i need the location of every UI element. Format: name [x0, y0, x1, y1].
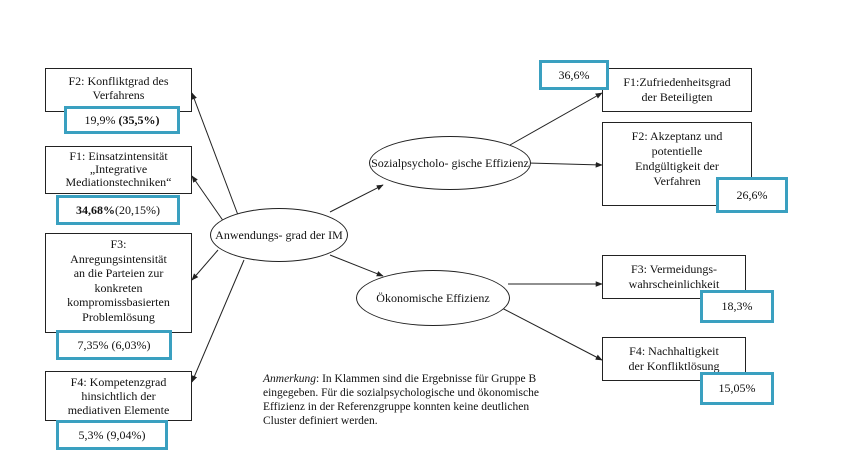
- left-value-f3: 7,35% (6,03%): [56, 330, 172, 360]
- oeko-node-line1: Ökonomische: [376, 290, 443, 305]
- value-text: 26,6%: [736, 187, 768, 202]
- left-box-line: „Integrative: [89, 162, 148, 176]
- annotation-note: Anmerkung: In Klammen sind die Ergebniss…: [263, 372, 563, 428]
- arrow-to-f1-left: [191, 175, 225, 223]
- sozial-node-line1: Sozialpsycholo-: [371, 155, 449, 170]
- left-value-f4: 5,3% (9,04%): [56, 420, 168, 450]
- right-value-f2: 26,6%: [716, 177, 788, 213]
- right-box-line: F4: Nachhaltigkeit: [629, 344, 719, 358]
- left-box-line: Mediationstechniken“: [65, 175, 172, 189]
- arrow-to-f2-left: [191, 92, 239, 216]
- value-text: 15,05%: [718, 381, 756, 395]
- left-box-f4: F4: Kompetenzgrad hinsichtlich der media…: [45, 371, 192, 421]
- left-box-f1: F1: Einsatzintensität „Integrative Media…: [45, 146, 192, 194]
- oeko-node-line2: Effizienz: [445, 290, 490, 305]
- note-label: Anmerkung: [263, 373, 317, 385]
- left-box-line: Verfahrens: [92, 88, 145, 102]
- right-box-f1: F1:Zufriedenheitsgrad der Beteiligten: [602, 68, 752, 112]
- right-box-f4: F4: Nachhaltigkeit der Konfliktlösung: [602, 337, 746, 381]
- left-box-line: F3:: [110, 237, 127, 251]
- left-value-f2: 19,9% (35,5%): [64, 106, 180, 134]
- value-text: 5,3% (9,04%): [78, 427, 146, 442]
- node-sozialpsychologische-effizienz: Sozialpsycholo- gische Effizienz: [369, 136, 531, 190]
- arrow-to-f2-right: [527, 162, 603, 168]
- left-box-line: konkreten: [94, 280, 143, 295]
- value-text: (20,15%): [115, 202, 160, 217]
- arrow-to-f4-right: [495, 304, 603, 361]
- right-value-f1: 36,6%: [539, 60, 609, 90]
- left-box-line: Anregungsintensität: [70, 251, 167, 266]
- left-box-line: mediativen Elemente: [67, 403, 170, 417]
- right-box-line: Endgültigkeit der: [635, 159, 719, 173]
- right-box-f2: F2: Akzeptanz und potentielle Endgültigk…: [602, 122, 752, 206]
- value-paren-bold: (35,5%): [118, 112, 160, 127]
- right-box-line: F2: Akzeptanz und: [631, 129, 723, 143]
- left-box-line: hinsichtlich der: [81, 389, 156, 403]
- right-box-line: potentielle: [651, 144, 703, 158]
- sozial-node-line2: gische Effizienz: [451, 155, 529, 170]
- right-box-line: F3: Vermeidungs-: [630, 262, 718, 276]
- right-box-line: Verfahren: [653, 174, 701, 188]
- value-text: 18,3%: [721, 299, 753, 313]
- arrow-to-sozial: [329, 184, 384, 213]
- note-text: : In Klammen sind die Ergebnisse für Gru…: [263, 373, 539, 427]
- center-node-anwendungsgrad: Anwendungs- grad der IM: [210, 208, 348, 262]
- right-value-f4: 15,05%: [700, 372, 774, 405]
- right-value-f3: 18,3%: [700, 290, 774, 323]
- value-bold: 34,68%: [76, 202, 115, 217]
- left-box-line: Problemlösung: [82, 309, 155, 324]
- arrow-to-oeko: [329, 254, 384, 277]
- arrow-to-f1-right: [509, 92, 603, 146]
- arrow-to-f3-left: [191, 249, 219, 281]
- left-value-f1: 34,68% (20,15%): [56, 195, 180, 225]
- left-box-line: F1: Einsatzintensität: [69, 149, 168, 163]
- left-box-line: F2: Konfliktgrad des: [68, 74, 169, 88]
- left-box-line: F4: Kompetenzgrad: [70, 375, 167, 389]
- value-text: 19,9%: [84, 112, 116, 127]
- arrow-to-f4-left: [191, 259, 245, 383]
- node-oekonomische-effizienz: Ökonomische Effizienz: [356, 270, 510, 326]
- left-box-line: kompromissbasierten: [67, 295, 170, 309]
- right-box-line: wahrscheinlichkeit: [628, 277, 720, 291]
- center-node-line1: Anwendungs-: [215, 227, 283, 242]
- left-box-line: an die Parteien zur: [73, 266, 164, 280]
- right-box-line: der Konfliktlösung: [628, 359, 720, 373]
- right-box-line: der Beteiligten: [641, 90, 713, 104]
- right-box-line: F1:Zufriedenheitsgrad: [623, 75, 731, 89]
- value-text: 7,35% (6,03%): [77, 337, 151, 352]
- left-box-f3: F3: Anregungsintensität an die Parteien …: [45, 233, 192, 333]
- value-text: 36,6%: [558, 67, 590, 82]
- center-node-line2: grad der IM: [285, 227, 343, 242]
